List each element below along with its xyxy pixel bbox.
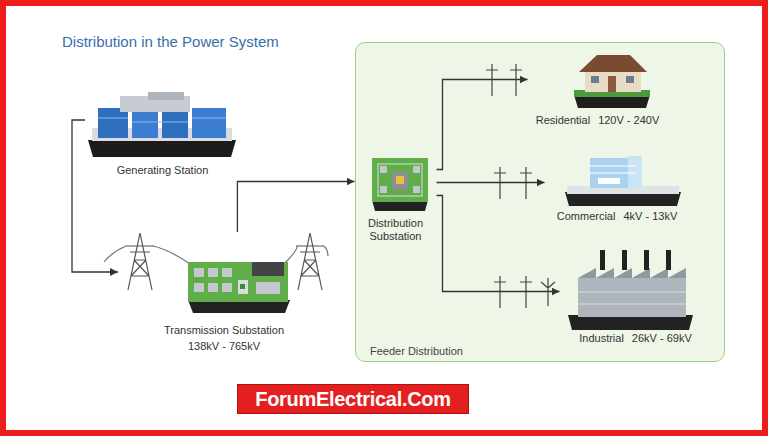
feeder-region: Feeder Distribution Distribution Substati…: [355, 42, 725, 362]
node-label: Generating Station: [117, 164, 209, 177]
house-picture: [574, 55, 650, 108]
load-node: Residential 120V - 240V: [528, 50, 668, 130]
node-label: 4kV - 13kV: [623, 210, 677, 223]
node-label: 120V - 240V: [598, 114, 659, 127]
node-label: Commercial: [557, 210, 616, 223]
connector: [437, 196, 560, 292]
text-block: Feeder Distribution: [370, 345, 463, 358]
distribution-substation-picture: [372, 158, 428, 211]
text-block: Industrial 26kV - 69kV: [560, 332, 712, 345]
watermark-text: ForumElectrical.Com: [255, 387, 450, 411]
station-node: Generating Station: [85, 88, 240, 180]
substation-node: Distribution Substation: [355, 148, 437, 246]
transmission-substation-picture: [188, 262, 290, 313]
industrial-plant-picture: [568, 250, 693, 330]
generating-station-picture: [88, 92, 236, 157]
load-node: Commercial 4kV - 13kV: [545, 150, 690, 226]
connector: [437, 182, 545, 183]
diagram-title: Distribution in the Power System: [62, 33, 279, 51]
text-block: Generating Station: [85, 164, 240, 177]
substation-node: Transmission Substation 138kV - 765kV: [118, 232, 330, 356]
connector: [237, 182, 354, 233]
text-block: Residential 120V - 240V: [528, 114, 668, 127]
node-label: Transmission Substation: [164, 324, 284, 337]
node-label: Distribution Substation: [359, 217, 433, 243]
node-label: Residential: [536, 114, 590, 127]
node-label: Feeder Distribution: [370, 345, 463, 358]
node-label: Industrial: [579, 332, 624, 345]
node-label: 138kV - 765kV: [188, 340, 260, 353]
node-label: 26kV - 69kV: [632, 332, 692, 345]
watermark-box: ForumElectrical.Com: [237, 384, 469, 414]
commercial-building-picture: [565, 156, 681, 206]
text-block: Distribution Substation: [355, 217, 437, 243]
connector: [72, 120, 118, 272]
text-block: Transmission Substation 138kV - 765kV: [118, 324, 330, 353]
panel-fill: [356, 43, 725, 362]
text-block: Commercial 4kV - 13kV: [545, 210, 690, 223]
load-node: Industrial 26kV - 69kV: [560, 250, 712, 348]
utility-poles: [486, 64, 555, 308]
connector: [437, 80, 528, 170]
